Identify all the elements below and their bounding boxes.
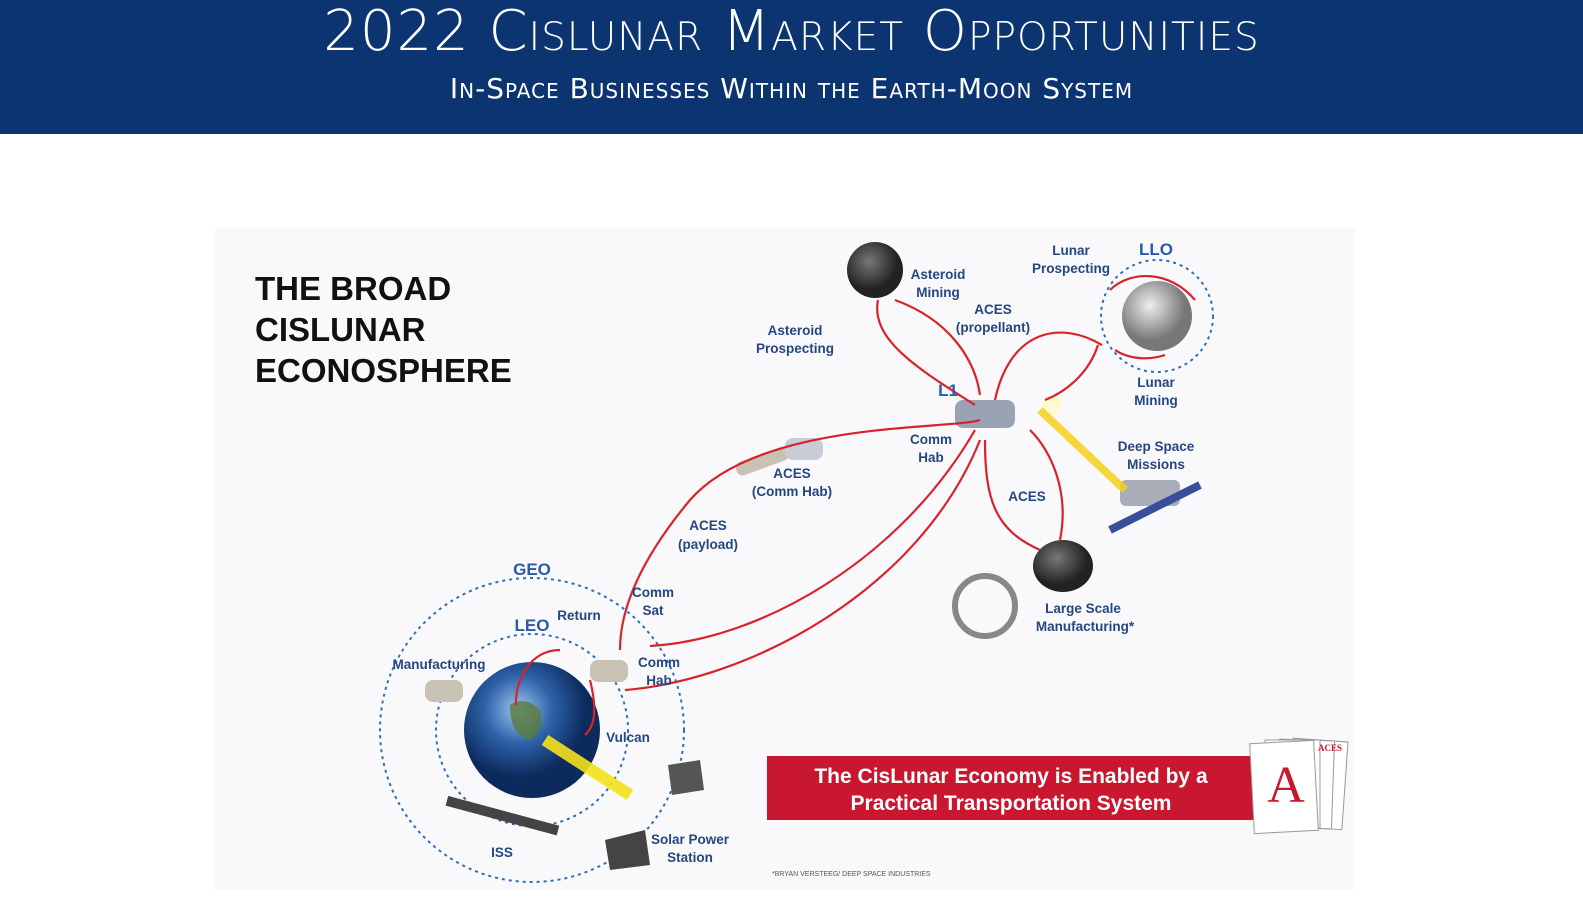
comm-hab-craft-image <box>785 438 823 460</box>
label-lunar-prospecting: Lunar <box>1052 243 1090 258</box>
transport-arrows <box>514 274 1196 736</box>
label-aces: ACES <box>1008 489 1046 504</box>
manufacturing-module-image <box>425 680 463 702</box>
aces-comm-hab-image <box>735 446 789 476</box>
credit-text: *BRYAN VERSTEEG/ DEEP SPACE INDUSTRIES <box>772 871 931 878</box>
label-asteroid-mining: Mining <box>916 285 960 300</box>
diagram-heading-line2: CISLUNAR <box>255 311 426 348</box>
earth-land <box>510 701 542 740</box>
label-asteroid-mining: Asteroid <box>911 267 966 282</box>
label-l1: L1 <box>938 381 958 400</box>
captured-asteroid-image <box>1033 540 1093 592</box>
diagram-heading-line3: ECONOSPHERE <box>255 352 512 389</box>
label-llo: LLO <box>1139 240 1173 259</box>
label-comm-hab-l1: Hab <box>918 450 944 465</box>
label-aces-comm-hab: ACES <box>773 466 811 481</box>
label-lunar-mining: Lunar <box>1137 375 1175 390</box>
label-vulcan: Vulcan <box>606 730 650 745</box>
label-geo: GEO <box>513 560 551 579</box>
label-aces-propellant: ACES <box>974 302 1012 317</box>
diagram-heading-line1: THE BROAD <box>255 270 451 307</box>
geo-orbit <box>379 577 685 883</box>
label-asteroid-prospecting: Prospecting <box>756 341 834 356</box>
label-manufacturing: Manufacturing <box>393 657 486 672</box>
label-solar-power: Station <box>667 850 713 865</box>
solar-array-image <box>668 760 704 795</box>
banner <box>767 756 1257 820</box>
l1-hub-image <box>955 400 1015 428</box>
llo-orbit <box>1100 259 1214 373</box>
label-aces-propellant: (propellant) <box>956 320 1030 335</box>
label-aces-payload: ACES <box>689 518 727 533</box>
label-comm-hab-l1: Comm <box>910 432 952 447</box>
laser-beam <box>1037 407 1128 493</box>
card-letter: A <box>1267 757 1305 814</box>
label-comm-sat: Sat <box>642 603 664 618</box>
label-solar-power: Solar Power <box>651 832 730 847</box>
label-return: Return <box>557 608 601 623</box>
label-comm-hab-geo: Comm <box>638 655 680 670</box>
comm-hab-module-image <box>590 660 628 682</box>
label-large-scale: Large Scale <box>1045 601 1121 616</box>
label-aces-payload: (payload) <box>678 537 738 552</box>
label-aces-comm-hab: (Comm Hab) <box>752 484 832 499</box>
moon-image <box>1122 281 1192 351</box>
label-lunar-prospecting: Prospecting <box>1032 261 1110 276</box>
banner-line1: The CisLunar Economy is Enabled by a <box>814 765 1208 788</box>
asteroid-image <box>847 242 903 298</box>
label-deep-space: Deep Space <box>1118 439 1195 454</box>
label-leo: LEO <box>515 616 550 635</box>
page-subtitle: In-Space Businesses Within the Earth-Moo… <box>449 72 1134 105</box>
label-deep-space: Missions <box>1127 457 1185 472</box>
label-comm-hab-geo: Hab <box>646 673 672 688</box>
solar-panel-icon <box>1108 481 1202 534</box>
label-lunar-mining: Mining <box>1134 393 1178 408</box>
page-header: 2022 Cislunar Market Opportunities In-Sp… <box>0 0 1583 134</box>
cards-logo-text: ACES <box>1318 743 1342 753</box>
label-large-scale: Manufacturing* <box>1036 619 1135 634</box>
solar-array-image <box>605 830 650 870</box>
label-comm-sat: Comm <box>632 585 674 600</box>
banner-line2: Practical Transportation System <box>851 792 1172 815</box>
label-iss: ISS <box>491 845 513 860</box>
vulcan-beam <box>541 734 634 801</box>
manufacturing-station-image <box>952 573 1018 639</box>
page-title: 2022 Cislunar Market Opportunities <box>323 0 1260 64</box>
label-asteroid-prospecting: Asteroid <box>768 323 823 338</box>
aces-cards-logo: ACES A <box>1249 737 1349 835</box>
leo-orbit <box>435 633 629 827</box>
iss-image <box>445 795 560 836</box>
diagram-labels: Asteroid Mining Asteroid Prospecting ACE… <box>393 240 1195 865</box>
